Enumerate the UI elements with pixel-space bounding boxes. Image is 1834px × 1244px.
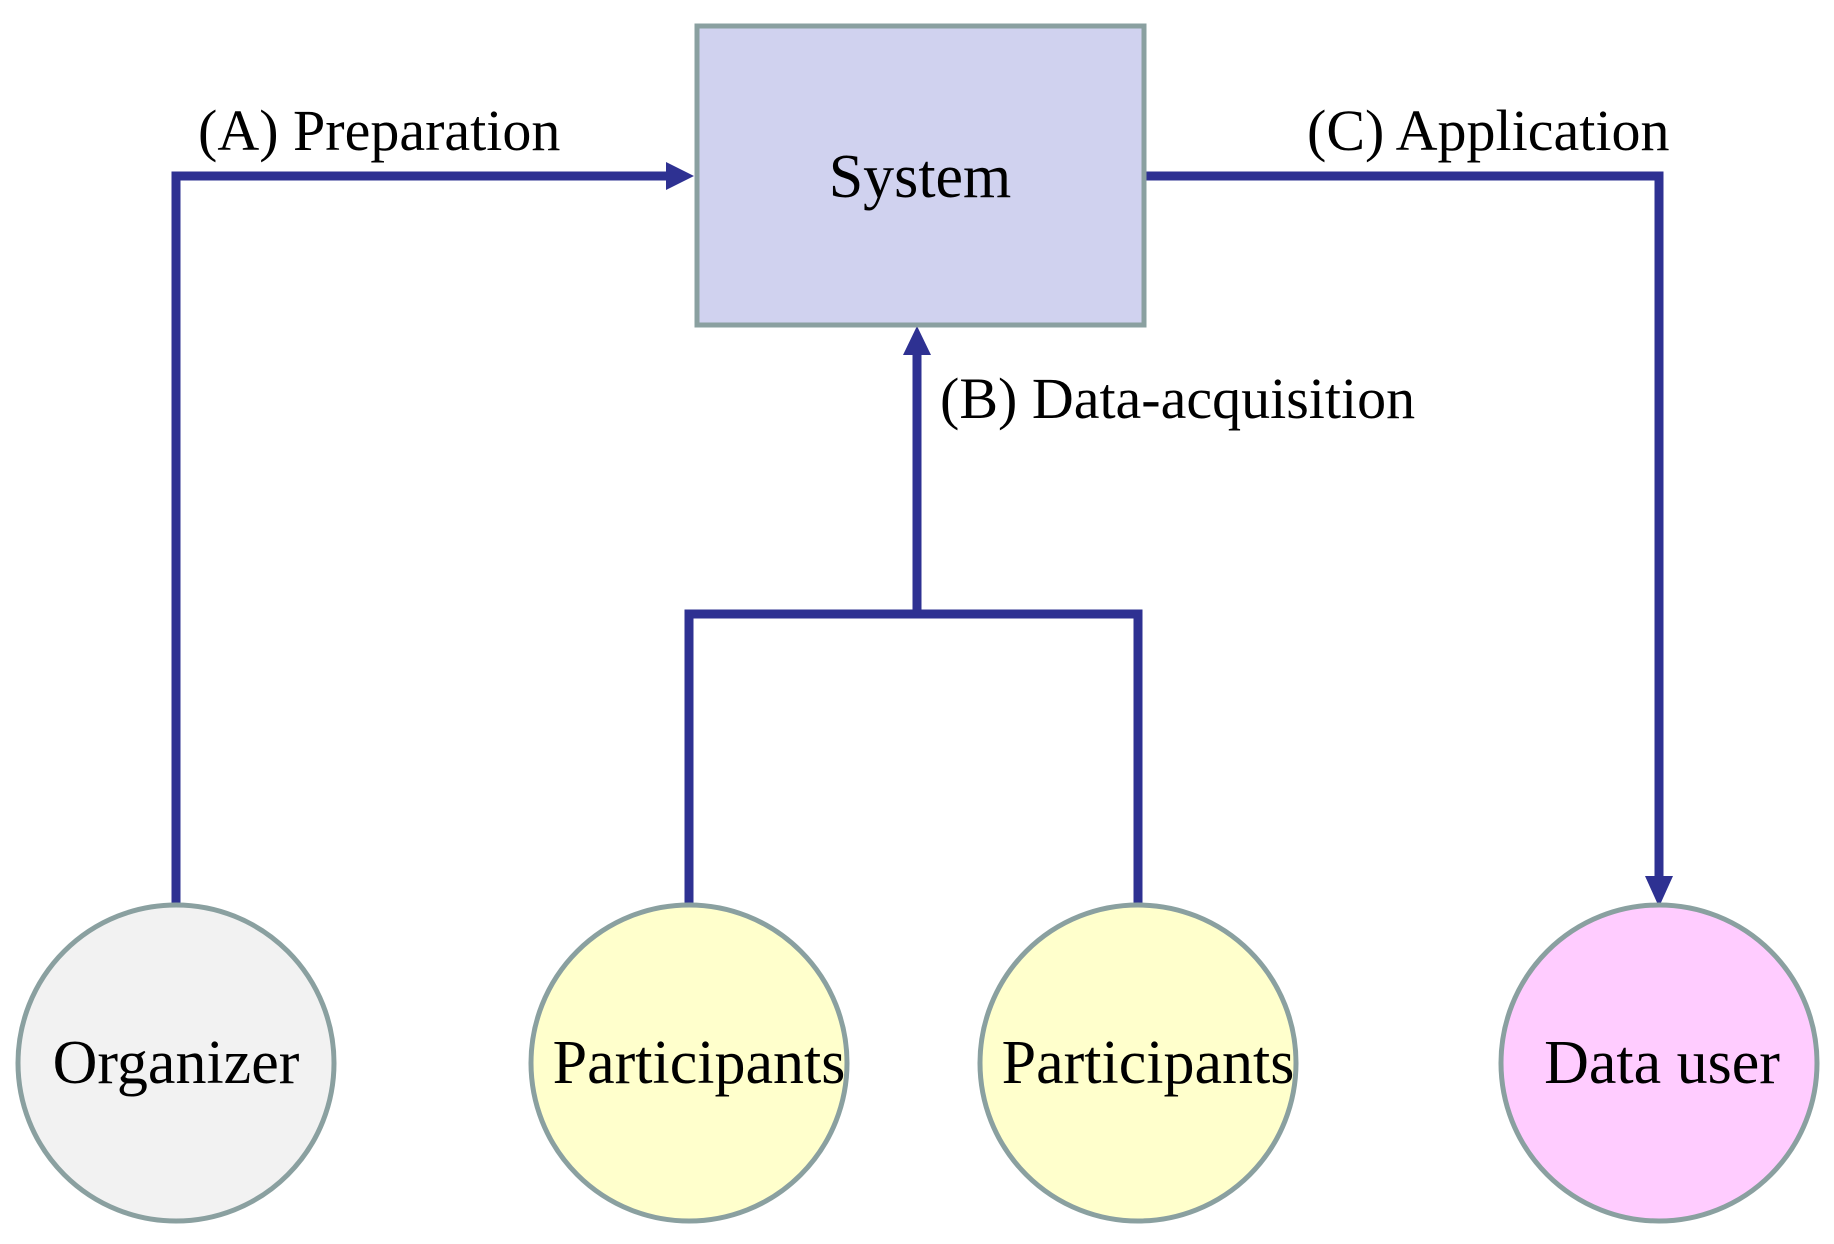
data-user-circle (1498, 902, 1820, 1224)
data-acquisition-connector-left (684, 609, 922, 910)
organizer-label: Organizer (53, 1029, 300, 1097)
application-edge-label: (C) Application (1307, 98, 1669, 163)
application-arrowhead (1645, 876, 1673, 907)
preparation-edge-label: (A) Preparation (198, 98, 560, 163)
data-acquisition-edge-label: (B) Data-acquisition (940, 366, 1415, 431)
data-acquisition-arrowhead (903, 326, 931, 355)
participants-node-2: Participants (977, 902, 1299, 1224)
participants-node-1: Participants (528, 902, 850, 1224)
preparation-connector (171, 171, 677, 910)
organizer-node: Organizer (15, 902, 337, 1224)
data-user-label: Data user (1544, 1029, 1780, 1097)
application-connector (1140, 171, 1664, 885)
participants-circle-2 (977, 902, 1299, 1224)
system-node: System (694, 23, 1147, 328)
system-box (694, 23, 1147, 328)
data-user-node: Data user (1498, 902, 1820, 1224)
preparation-arrowhead (666, 162, 694, 190)
participants-label-1: Participants (553, 1029, 846, 1097)
participants-label-2: Participants (1002, 1029, 1295, 1097)
data-acquisition-connector-right (912, 609, 1143, 910)
organizer-circle (15, 902, 337, 1224)
system-label: System (829, 143, 1012, 211)
participants-circle-1 (528, 902, 850, 1224)
connectors (171, 162, 1673, 910)
